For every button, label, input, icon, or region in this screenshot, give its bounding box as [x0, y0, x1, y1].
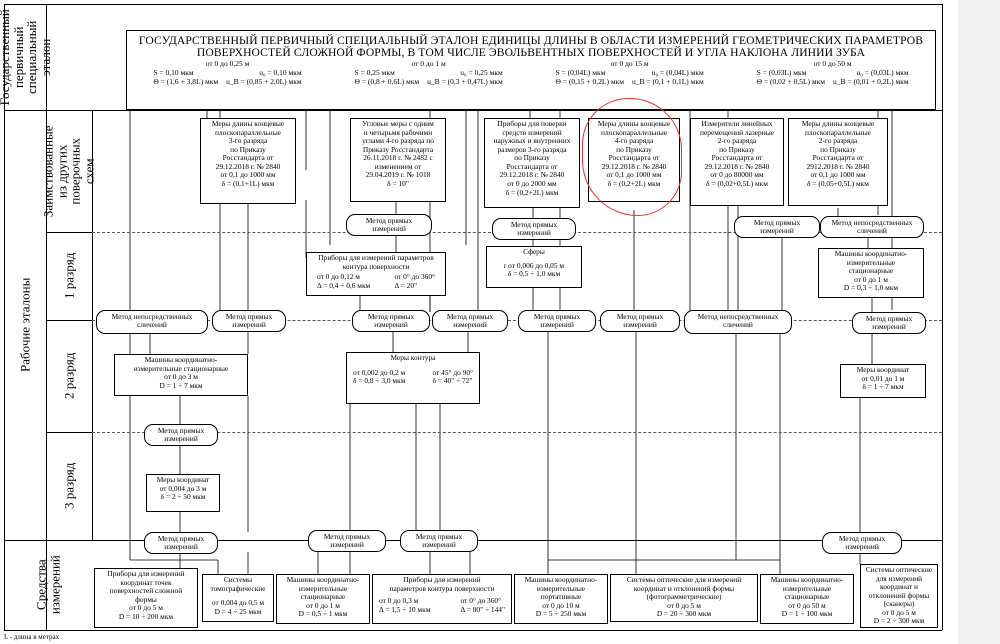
label-divider — [46, 4, 47, 630]
verification-scheme-sheet: Государственный первичный специальный эт… — [0, 4, 943, 641]
right-border — [942, 4, 943, 630]
row-divider — [4, 110, 942, 111]
dashed-divider — [92, 432, 942, 433]
side-panel — [958, 0, 1000, 644]
row-divider — [46, 232, 92, 233]
row-label-working: Рабочие эталоны — [17, 277, 33, 373]
row-label-state-standard: Государственный первичный специальный эт… — [0, 8, 53, 106]
row-divider — [46, 320, 92, 321]
row-label-borrowed: Заимствованные из других поверочных схем — [40, 125, 97, 217]
label-divider — [92, 110, 93, 540]
rank2-cmm-stationary: Машины координатно-измерительные стацион… — [114, 354, 248, 396]
bottom-border — [4, 630, 942, 631]
dashed-divider — [92, 320, 942, 321]
row-divider — [46, 432, 92, 433]
top-border — [4, 4, 942, 5]
state-primary-standard-box: ГОСУДАРСТВЕННЫЙ ПЕРВИЧНЫЙ СПЕЦИАЛЬНЫЙ ЭТ… — [126, 30, 936, 110]
footnote: L - длина в метрах — [4, 633, 60, 641]
left-border — [4, 4, 5, 630]
row-label-means: Средства измерений — [33, 555, 62, 615]
row-label-rank-1: 1 разряд — [61, 252, 77, 300]
row-label-rank-3: 3 разряд — [61, 462, 77, 510]
row-label-rank-2: 2 разряд — [61, 352, 77, 400]
standard-title: ГОСУДАРСТВЕННЫЙ ПЕРВИЧНЫЙ СПЕЦИАЛЬНЫЙ ЭТ… — [138, 34, 924, 60]
red-hand-drawn-highlight — [582, 98, 682, 216]
